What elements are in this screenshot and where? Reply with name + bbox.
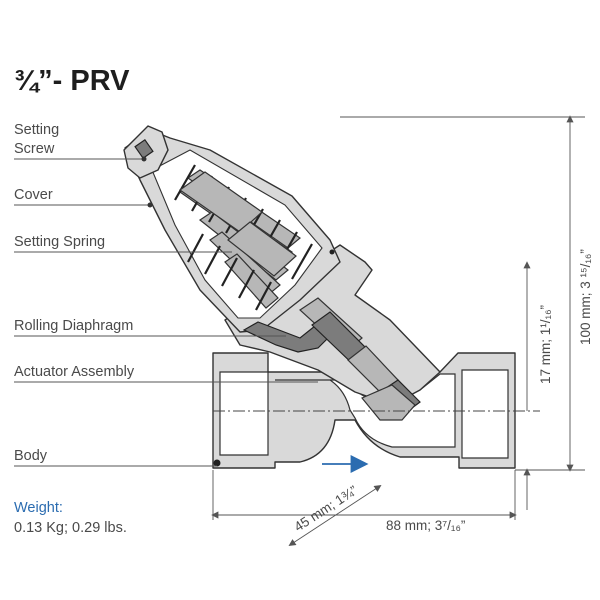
dim-diagonal: 45 mm; 1¾” [291,483,360,535]
dim-height: 100 mm; 3 ¹⁵/₁₆” [578,249,593,345]
label-actuator-assembly: Actuator Assembly [14,364,135,380]
label-body: Body [14,448,48,464]
diagonal-dimension-line [288,485,382,546]
label-setting-spring: Setting Spring [14,234,105,250]
label-rolling-diaphragm: Rolling Diaphragm [14,318,133,334]
label-setting-screw-2: Screw [14,141,55,157]
dim-port-offset: 17 mm; 1¹/₁₆” [538,305,553,384]
weight-heading: Weight: [14,500,63,516]
valve-cross-section [123,125,516,469]
label-cover: Cover [14,187,53,203]
weight-value: 0.13 Kg; 0.29 lbs. [14,520,127,536]
dim-length: 88 mm; 3⁷/₁₆” [386,518,465,533]
page-title: ¾”- PRV [14,65,130,97]
label-setting-screw-1: Setting [14,122,59,138]
